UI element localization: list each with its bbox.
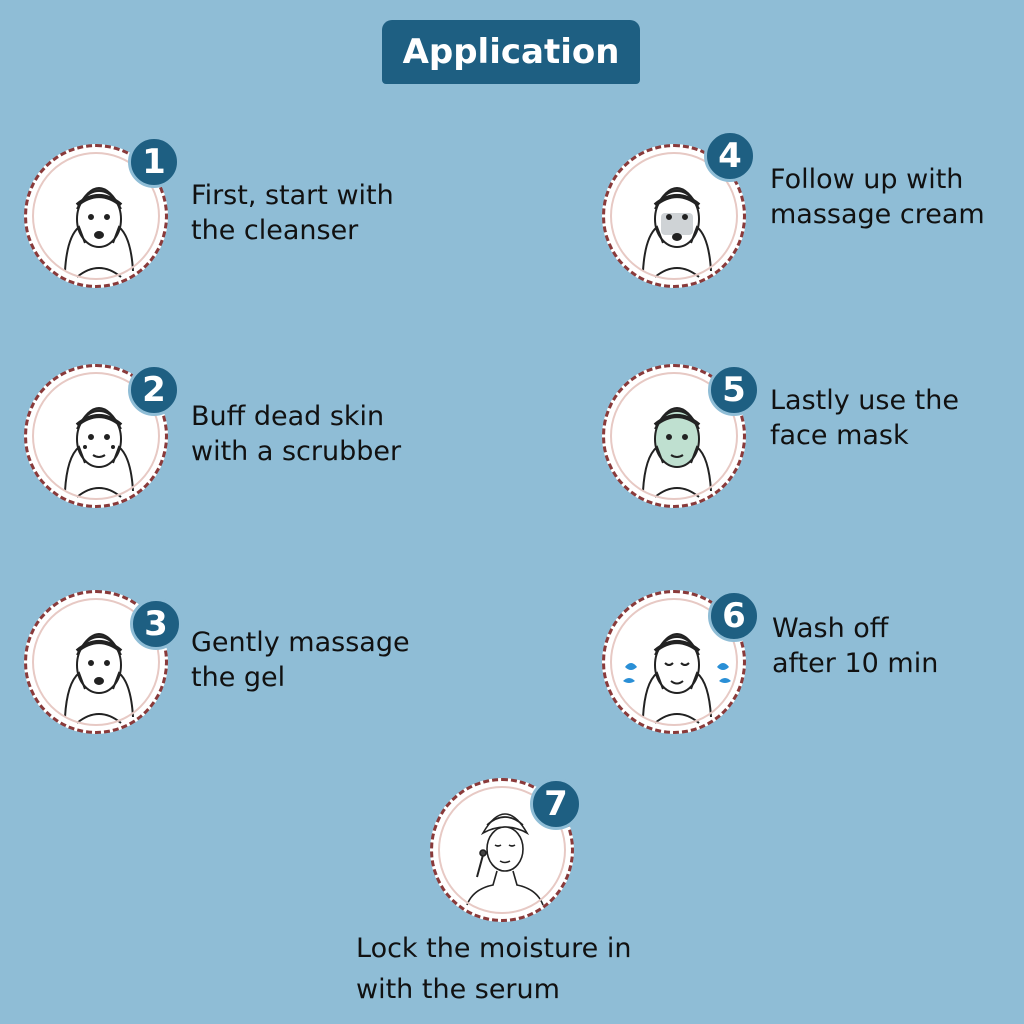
step-number-badge: 2 xyxy=(128,364,180,416)
face-scrubbing-icon xyxy=(24,364,168,508)
page-title: Application xyxy=(382,20,640,84)
step-number-badge: 6 xyxy=(708,590,760,642)
step-number-badge: 7 xyxy=(530,778,582,830)
step-number-badge: 4 xyxy=(704,130,756,182)
step-description: Follow up with massage cream xyxy=(770,164,985,230)
step-description: Lastly use the face mask xyxy=(770,385,959,451)
step-number-badge: 5 xyxy=(708,364,760,416)
step-description: Wash off after 10 min xyxy=(772,613,939,679)
step-number-badge: 1 xyxy=(128,136,180,188)
step-description: Lock the moisture in with the serum xyxy=(356,933,632,1005)
step-number-badge: 3 xyxy=(130,598,182,650)
step-description: First, start with the cleanser xyxy=(191,180,394,246)
step-description: Gently massage the gel xyxy=(191,627,410,693)
step-description: Buff dead skin with a scrubber xyxy=(191,401,402,467)
